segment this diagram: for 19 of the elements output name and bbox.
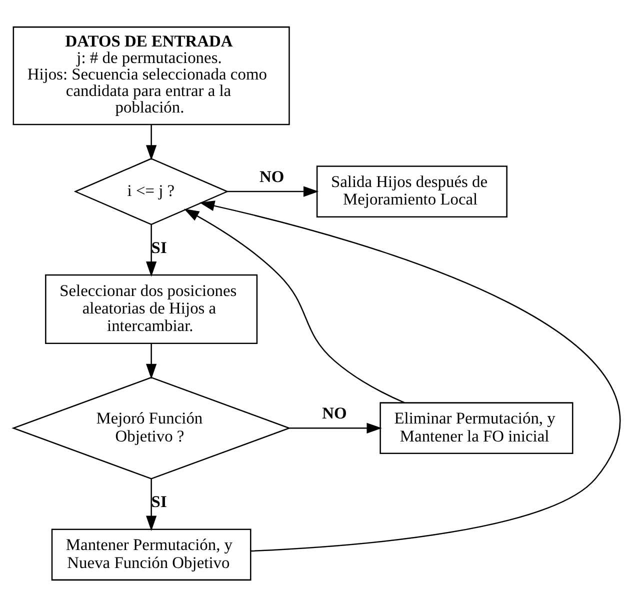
edge-label: NO bbox=[259, 166, 284, 186]
arrow bbox=[290, 422, 382, 433]
node-box: Mantener Permutación, y Nueva Función Objetivo bbox=[51, 528, 252, 580]
arrow bbox=[146, 224, 157, 276]
node-box: Salida Hijos después de Mejoramiento Local bbox=[316, 165, 508, 217]
node-box: Eliminar Permutación, y Mantener la FO inicial bbox=[380, 402, 574, 454]
edge-label: SI bbox=[151, 237, 167, 256]
node-diamond: Mejoró Función Objetivo ? bbox=[12, 376, 292, 479]
arrow bbox=[227, 186, 319, 196]
node-box: Seleccionar dos posiciones aleatorias de Hijos a intercambiar. bbox=[45, 274, 258, 344]
edge-label: NO bbox=[322, 403, 347, 422]
arrow bbox=[146, 124, 157, 160]
edge-label: SI bbox=[151, 492, 167, 511]
node-box: DATOS DE ENTRADA j: # de permutaciones. Hijos: Secuencia seleccionada como candidata para entrar a la población. bbox=[12, 26, 290, 125]
node-diamond: i <= j ? bbox=[74, 157, 229, 225]
arrow bbox=[184, 208, 405, 403]
arrow bbox=[146, 343, 157, 379]
arrow bbox=[199, 200, 620, 552]
arrow bbox=[146, 478, 157, 530]
